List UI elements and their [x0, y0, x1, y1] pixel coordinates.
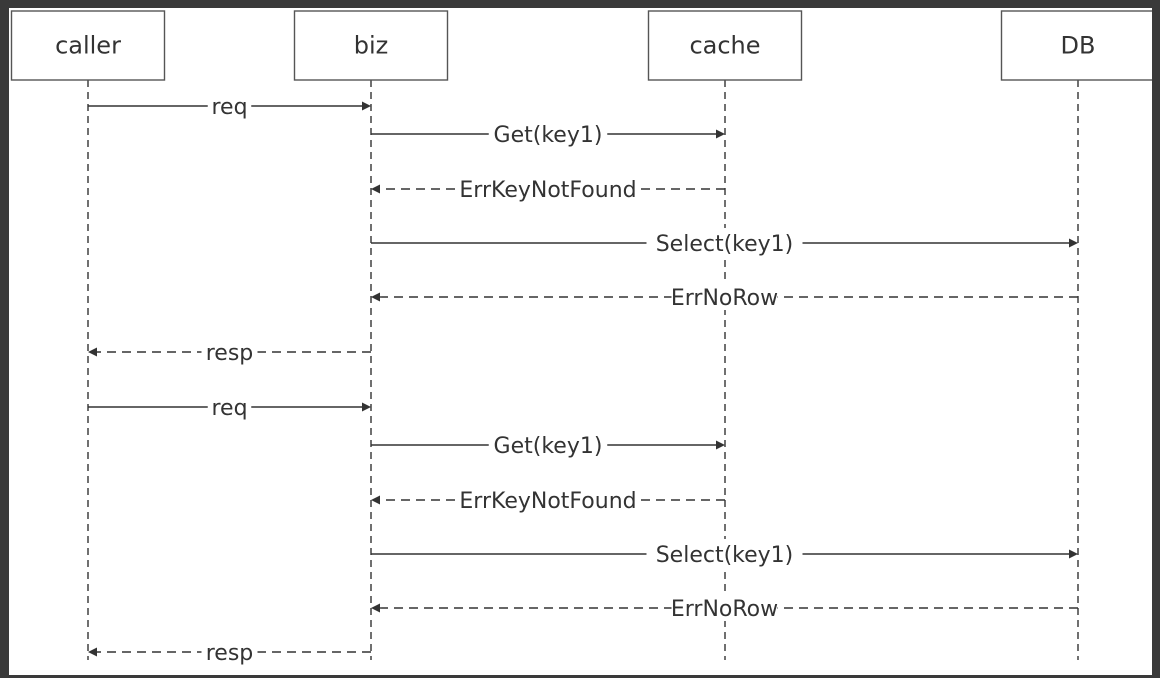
- message-label-3: ErrKeyNotFound: [459, 178, 636, 203]
- message-label-10: Select(key1): [656, 543, 794, 568]
- message-arrowhead-4: [1069, 238, 1078, 248]
- message-label-11: ErrNoRow: [671, 597, 778, 622]
- participant-box-cache: [647, 10, 803, 81]
- message-label-bg-10: [646, 539, 803, 567]
- participant-box-db: [1000, 10, 1152, 81]
- message-label-7: req: [211, 396, 247, 421]
- message-label-12: resp: [206, 641, 254, 666]
- message-label-bg-1: [207, 91, 252, 119]
- message-label-2: Get(key1): [494, 123, 603, 148]
- message-label-bg-6: [201, 337, 258, 365]
- message-label-8: Get(key1): [494, 434, 603, 459]
- message-arrowhead-11: [371, 603, 380, 613]
- participant-label-biz: biz: [354, 32, 389, 60]
- participant-box-caller: [10, 10, 166, 81]
- message-arrowhead-12: [88, 647, 97, 657]
- participant-label-cache: cache: [689, 32, 760, 60]
- message-label-bg-8: [488, 430, 608, 458]
- message-arrowhead-8: [716, 440, 725, 450]
- message-label-6: resp: [206, 341, 254, 366]
- message-arrowhead-2: [716, 129, 725, 139]
- participant-box-biz: [293, 10, 449, 81]
- message-arrowhead-1: [362, 101, 371, 111]
- message-label-4: Select(key1): [656, 232, 794, 257]
- message-arrowhead-6: [88, 347, 97, 357]
- message-label-bg-11: [671, 593, 778, 621]
- message-label-5: ErrNoRow: [671, 286, 778, 311]
- message-arrowhead-9: [371, 495, 380, 505]
- message-arrowhead-10: [1069, 549, 1078, 559]
- message-arrowhead-5: [371, 292, 380, 302]
- participant-label-caller: caller: [55, 32, 121, 60]
- message-label-bg-5: [671, 282, 778, 310]
- participant-label-db: DB: [1061, 32, 1096, 60]
- message-label-bg-7: [207, 392, 252, 420]
- message-label-bg-3: [457, 174, 639, 202]
- message-arrowhead-7: [362, 402, 371, 412]
- message-label-bg-2: [488, 119, 608, 147]
- message-arrowhead-3: [371, 184, 380, 194]
- message-label-bg-9: [457, 485, 639, 513]
- message-label-1: req: [211, 95, 247, 120]
- message-label-bg-4: [646, 228, 803, 256]
- message-label-bg-12: [201, 637, 258, 665]
- message-label-9: ErrKeyNotFound: [459, 489, 636, 514]
